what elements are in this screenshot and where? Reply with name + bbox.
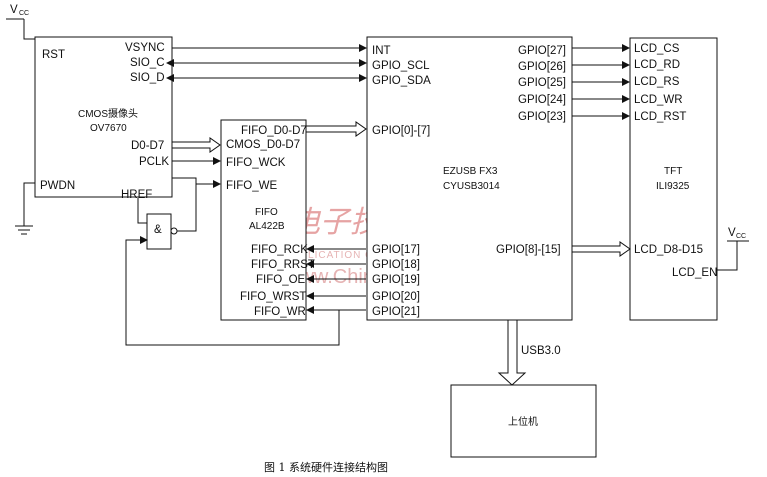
fifo-block: [220, 119, 307, 321]
fx3-pin-gpio0-7: GPIO[0]-[7]: [372, 125, 430, 137]
fx3-pin-gpio24: GPIO[24]: [518, 94, 566, 106]
fifo-fx3-signals: [305, 121, 367, 314]
fifo-pin-oe: FIFO_OE: [256, 274, 306, 286]
vcc-right: [717, 240, 749, 271]
fifo-title-2: AL422B: [249, 221, 285, 232]
vcc-left-sub: CC: [19, 10, 29, 17]
fx3-pin-gpio21: GPIO[21]: [372, 306, 420, 318]
fx3-title-1: EZUSB FX3: [443, 166, 498, 177]
camera-title-1: CMOS摄像头: [78, 107, 138, 120]
camera-title-2: OV7670: [90, 123, 127, 134]
fx3-pin-gpio8-15: GPIO[8]-[15]: [496, 244, 561, 256]
camera-vsync: VSYNC: [125, 42, 165, 54]
fx3-title-2: CYUSB3014: [443, 181, 500, 192]
camera-fx3-signals: [166, 44, 367, 82]
fifo-pin-wr: FIFO_WR: [254, 306, 306, 318]
vcc-left-label: V: [10, 4, 18, 16]
camera-pclk: PCLK: [139, 156, 169, 168]
tft-pin-rst: LCD_RST: [634, 111, 686, 123]
figure-caption: 图 1 系统硬件连接结构图: [264, 460, 388, 474]
fx3-pin-scl: GPIO_SCL: [372, 60, 430, 72]
usb-label: USB3.0: [521, 345, 561, 357]
vcc-right-sub: CC: [736, 233, 746, 240]
fifo-pin-rck: FIFO_RCK: [251, 244, 308, 256]
tft-pin-rd: LCD_RD: [634, 59, 680, 71]
fifo-pin-cmos: CMOS_D0-D7: [226, 139, 300, 151]
tft-pin-d8-d15: LCD_D8-D15: [634, 244, 703, 256]
tft-block: [629, 37, 718, 321]
gate-wiring: [125, 184, 340, 346]
fifo-title-1: FIFO: [255, 207, 278, 218]
fifo-pin-wck: FIFO_WCK: [226, 157, 286, 169]
tft-title-2: ILI9325: [656, 181, 690, 192]
tft-pin-rs: LCD_RS: [634, 76, 680, 88]
fx3-tft-signals: [571, 44, 631, 257]
fifo-pin-wrst: FIFO_WRST: [240, 291, 306, 303]
fx3-pin-sda: GPIO_SDA: [372, 75, 431, 87]
and-gate-inverter: [170, 227, 178, 235]
camera-href: HREF: [121, 189, 152, 201]
fx3-pin-gpio18: GPIO[18]: [372, 259, 420, 271]
fx3-pin-int: INT: [372, 45, 391, 57]
camera-fifo-signals: [137, 137, 221, 224]
fx3-pin-gpio25: GPIO[25]: [518, 77, 566, 89]
fx3-block: [366, 36, 573, 321]
usb-link: [497, 319, 527, 386]
fx3-pin-gpio27: GPIO[27]: [518, 45, 566, 57]
host-block: [450, 384, 597, 458]
camera-pwdn: PWDN: [40, 180, 75, 192]
fx3-pin-gpio17: GPIO[17]: [372, 244, 420, 256]
and-gate: [146, 213, 172, 250]
camera-d0d7: D0-D7: [131, 140, 164, 152]
camera-sio-c: SIO_C: [130, 57, 165, 69]
fifo-pin-we: FIFO_WE: [226, 180, 277, 192]
and-gate-label: &: [154, 224, 162, 236]
fifo-pin-rrst: FIFO_RRST: [251, 259, 315, 271]
host-label: 上位机: [508, 415, 538, 428]
tft-pin-wr: LCD_WR: [634, 94, 683, 106]
tft-title-1: TFT: [664, 166, 682, 177]
camera-sio-d: SIO_D: [130, 72, 165, 84]
tft-pin-en: LCD_EN: [672, 267, 717, 279]
fx3-pin-gpio26: GPIO[26]: [518, 61, 566, 73]
ground-symbol: [15, 182, 35, 235]
camera-rst: RST: [42, 49, 65, 61]
vcc-right-label: V: [728, 227, 736, 239]
fx3-pin-gpio19: GPIO[19]: [372, 274, 420, 286]
vcc-left: [6, 18, 35, 40]
camera-block: [34, 36, 173, 198]
fx3-pin-gpio23: GPIO[23]: [518, 111, 566, 123]
fifo-pin-d0d7: FIFO_D0-D7: [241, 125, 307, 137]
fx3-pin-gpio20: GPIO[20]: [372, 291, 420, 303]
tft-pin-cs: LCD_CS: [634, 43, 680, 55]
